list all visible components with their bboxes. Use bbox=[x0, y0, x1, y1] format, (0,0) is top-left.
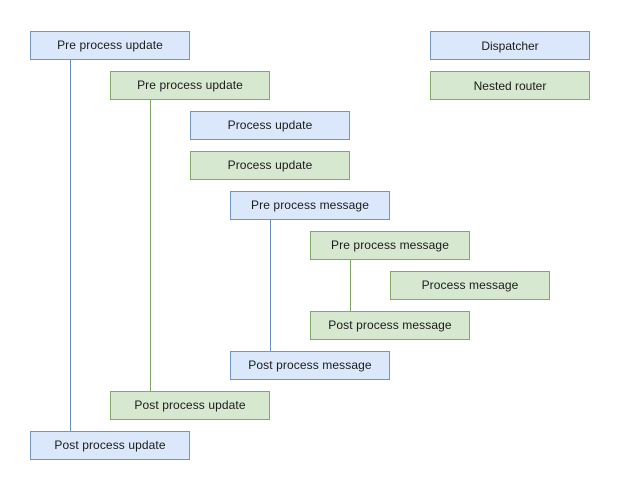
process-node-n5[interactable]: Pre process message bbox=[230, 191, 390, 220]
legend-item-label: Nested router bbox=[473, 78, 547, 93]
process-node-label: Pre process update bbox=[57, 38, 163, 53]
process-node-n2[interactable]: Pre process update bbox=[110, 71, 270, 100]
process-node-n7[interactable]: Process message bbox=[390, 271, 550, 300]
process-node-label: Pre process message bbox=[331, 238, 449, 253]
process-node-label: Process update bbox=[227, 118, 313, 133]
connector-n5-to-n9 bbox=[270, 220, 271, 351]
process-node-label: Post process message bbox=[328, 318, 452, 333]
connector-n2-to-n10 bbox=[150, 100, 151, 391]
process-node-n1[interactable]: Pre process update bbox=[30, 31, 190, 60]
process-node-label: Pre process message bbox=[251, 198, 369, 213]
process-node-n10[interactable]: Post process update bbox=[110, 391, 270, 420]
process-node-n8[interactable]: Post process message bbox=[310, 311, 470, 340]
process-node-n6[interactable]: Pre process message bbox=[310, 231, 470, 260]
process-node-label: Post process message bbox=[248, 358, 372, 373]
legend-item-dispatcher: Dispatcher bbox=[430, 31, 590, 60]
legend-item-nested-router: Nested router bbox=[430, 71, 590, 100]
process-node-label: Process update bbox=[227, 158, 313, 173]
process-node-label: Post process update bbox=[54, 438, 166, 453]
process-node-label: Pre process update bbox=[137, 78, 243, 93]
legend-item-label: Dispatcher bbox=[481, 38, 539, 53]
process-node-n11[interactable]: Post process update bbox=[30, 431, 190, 460]
process-node-n4[interactable]: Process update bbox=[190, 151, 350, 180]
connector-n6-to-n8 bbox=[350, 260, 351, 311]
process-node-label: Process message bbox=[421, 278, 519, 293]
connector-n1-to-n11 bbox=[70, 60, 71, 431]
process-node-n9[interactable]: Post process message bbox=[230, 351, 390, 380]
process-node-label: Post process update bbox=[134, 398, 246, 413]
process-node-n3[interactable]: Process update bbox=[190, 111, 350, 140]
